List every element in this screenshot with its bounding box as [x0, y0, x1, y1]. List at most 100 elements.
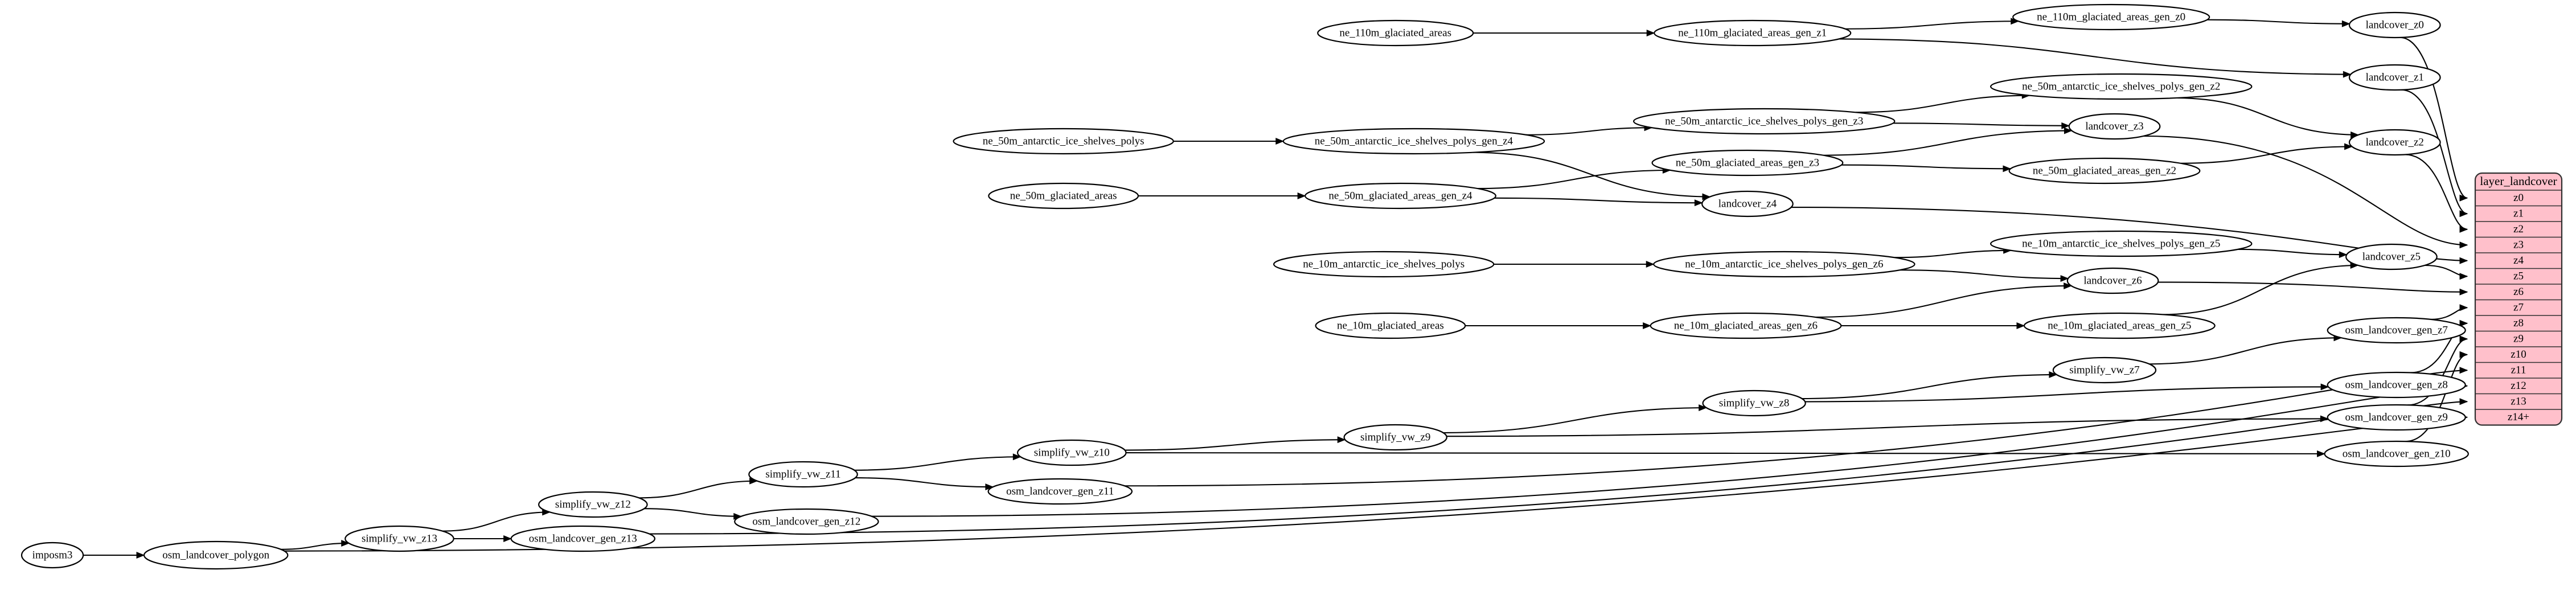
graph-node-simplify_vw_z9[interactable]: simplify_vw_z9 [1343, 424, 1447, 451]
node-label: ne_50m_glaciated_areas_gen_z3 [1676, 157, 1819, 169]
graph-edge [2207, 19, 2350, 24]
table-row-z8[interactable]: z8 [2475, 315, 2562, 329]
graph-edge [1473, 151, 1710, 198]
graph-node-landcover_z5[interactable]: landcover_z5 [2345, 243, 2438, 270]
layer-landcover-table[interactable]: layer_landcoverz0z1z2z3z4z5z6z7z8z9z10z1… [2474, 172, 2563, 426]
graph-node-osm_landcover_gen_z13[interactable]: osm_landcover_gen_z13 [510, 525, 656, 552]
table-cell-label: z9 [2513, 333, 2524, 345]
graph-edge [281, 542, 349, 550]
node-label: osm_landcover_gen_z10 [2343, 448, 2451, 460]
edge-arrowhead [2003, 165, 2012, 173]
graph-edge [854, 456, 1021, 471]
graph-node-landcover_z3[interactable]: landcover_z3 [2068, 113, 2161, 140]
graph-node-simplify_vw_z7[interactable]: simplify_vw_z7 [2052, 356, 2157, 384]
table-row-z4[interactable]: z4 [2475, 252, 2562, 266]
node-ellipse [2008, 157, 2201, 184]
graph-edge [2405, 154, 2468, 230]
node-ellipse [1632, 108, 1896, 135]
graph-node-ne_50m_glaciated_areas_gen_z2[interactable]: ne_50m_glaciated_areas_gen_z2 [2008, 157, 2201, 184]
graph-node-osm_landcover_polygon[interactable]: osm_landcover_polygon [143, 540, 289, 570]
graph-node-ne_50m_antarctic_ice_shelves_polys_gen_z3[interactable]: ne_50m_antarctic_ice_shelves_polys_gen_z… [1632, 108, 1896, 135]
node-ellipse [2345, 243, 2438, 270]
table-row-z10[interactable]: z10 [2475, 346, 2562, 360]
table-row-z12[interactable]: z12 [2475, 378, 2562, 392]
table-cell-label: z11 [2511, 364, 2526, 376]
graph-node-landcover_z0[interactable]: landcover_z0 [2348, 11, 2441, 39]
node-ellipse [2324, 440, 2469, 468]
table-row-z5[interactable]: z5 [2475, 268, 2562, 282]
node-ellipse [2327, 317, 2466, 344]
graph-node-ne_10m_antarctic_ice_shelves_polys_gen_z5[interactable]: ne_10m_antarctic_ice_shelves_polys_gen_z… [1990, 230, 2253, 257]
graph-node-ne_10m_glaciated_areas[interactable]: ne_10m_glaciated_areas [1315, 312, 1466, 339]
graph-node-ne_50m_glaciated_areas_gen_z3[interactable]: ne_50m_glaciated_areas_gen_z3 [1651, 149, 1844, 177]
graph-edge [2181, 146, 2352, 164]
table-cell-label: z10 [2511, 348, 2526, 360]
graph-edge [2407, 338, 2468, 406]
graph-node-imposm3[interactable]: imposm3 [20, 542, 84, 569]
graph-node-osm_landcover_gen_z8[interactable]: osm_landcover_gen_z8 [2327, 371, 2466, 399]
edge-arrowhead [1694, 199, 1703, 207]
edge-arrowhead [2339, 251, 2348, 259]
table-row-z7[interactable]: z7 [2475, 299, 2562, 314]
graph-node-simplify_vw_z8[interactable]: simplify_vw_z8 [1702, 389, 1806, 417]
graph-edge [639, 480, 757, 499]
graph-edge [1845, 20, 2019, 30]
edge-arrowhead [1012, 453, 1022, 461]
node-label: osm_landcover_gen_z9 [2345, 411, 2447, 423]
table-cell-label: z7 [2513, 302, 2524, 314]
table-row-z14+[interactable]: z14+ [2475, 409, 2562, 423]
graph-node-ne_110m_glaciated_areas_gen_z1[interactable]: ne_110m_glaciated_areas_gen_z1 [1654, 19, 1852, 47]
graph-node-simplify_vw_z11[interactable]: simplify_vw_z11 [748, 461, 858, 488]
node-ellipse [987, 478, 1133, 505]
graph-node-ne_50m_antarctic_ice_shelves_polys_gen_z4[interactable]: ne_50m_antarctic_ice_shelves_polys_gen_z… [1282, 128, 1545, 155]
graph-node-simplify_vw_z10[interactable]: simplify_vw_z10 [1016, 439, 1127, 466]
graph-node-osm_landcover_gen_z9[interactable]: osm_landcover_gen_z9 [2327, 404, 2466, 431]
node-label: landcover_z2 [2366, 136, 2424, 148]
node-label: ne_110m_glaciated_areas_gen_z1 [1678, 27, 1827, 39]
node-label: landcover_z5 [2362, 251, 2421, 263]
table-row-z13[interactable]: z13 [2475, 393, 2562, 408]
graph-node-landcover_z6[interactable]: landcover_z6 [2066, 267, 2159, 294]
node-ellipse [2348, 11, 2441, 39]
table-row-z9[interactable]: z9 [2475, 330, 2562, 345]
table-row-z6[interactable]: z6 [2475, 284, 2562, 298]
graph-node-ne_50m_glaciated_areas[interactable]: ne_50m_glaciated_areas [988, 182, 1139, 210]
table-row-z3[interactable]: z3 [2475, 236, 2562, 251]
graph-node-ne_50m_antarctic_ice_shelves_polys[interactable]: ne_50m_antarctic_ice_shelves_polys [953, 128, 1174, 155]
graph-edge [1494, 197, 1703, 204]
graph-node-osm_landcover_gen_z12[interactable]: osm_landcover_gen_z12 [734, 508, 879, 535]
graph-node-ne_10m_glaciated_areas_gen_z5[interactable]: ne_10m_glaciated_areas_gen_z5 [2023, 312, 2216, 339]
graph-node-landcover_z2[interactable]: landcover_z2 [2348, 129, 2441, 156]
graph-node-ne_110m_glaciated_areas[interactable]: ne_110m_glaciated_areas [1317, 19, 1474, 47]
graph-node-ne_50m_glaciated_areas_gen_z4[interactable]: ne_50m_glaciated_areas_gen_z4 [1305, 182, 1496, 210]
graph-node-ne_10m_antarctic_ice_shelves_polys[interactable]: ne_10m_antarctic_ice_shelves_polys [1273, 251, 1495, 278]
graph-node-simplify_vw_z13[interactable]: simplify_vw_z13 [344, 525, 454, 552]
node-label: simplify_vw_z8 [1719, 397, 1790, 409]
table-row-z1[interactable]: z1 [2475, 205, 2562, 220]
graph-node-ne_50m_antarctic_ice_shelves_polys_gen_z2[interactable]: ne_50m_antarctic_ice_shelves_polys_gen_z… [1990, 73, 2253, 100]
graph-node-ne_10m_glaciated_areas_gen_z6[interactable]: ne_10m_glaciated_areas_gen_z6 [1650, 312, 1842, 339]
node-ellipse [1701, 190, 1794, 218]
edge-arrowhead [2320, 415, 2329, 423]
edge-arrowhead [1646, 261, 1655, 268]
graph-node-osm_landcover_gen_z10[interactable]: osm_landcover_gen_z10 [2324, 440, 2469, 468]
graph-node-ne_10m_antarctic_ice_shelves_polys_gen_z6[interactable]: ne_10m_antarctic_ice_shelves_polys_gen_z… [1653, 251, 1915, 278]
table-cell-label: z0 [2513, 192, 2524, 204]
node-label: ne_10m_antarctic_ice_shelves_polys_gen_z… [2022, 237, 2220, 249]
node-ellipse [1273, 251, 1495, 278]
graph-edge [1126, 452, 2325, 454]
graph-node-simplify_vw_z12[interactable]: simplify_vw_z12 [538, 491, 648, 518]
node-ellipse [1305, 182, 1496, 210]
graph-node-osm_landcover_gen_z7[interactable]: osm_landcover_gen_z7 [2327, 317, 2466, 344]
graph-node-landcover_z1[interactable]: landcover_z1 [2348, 64, 2441, 91]
table-row-z0[interactable]: z0 [2513, 192, 2524, 204]
table-row-z2[interactable]: z2 [2475, 221, 2562, 235]
graph-node-ne_110m_glaciated_areas_gen_z0[interactable]: ne_110m_glaciated_areas_gen_z0 [2012, 3, 2210, 31]
graph-node-osm_landcover_gen_z11[interactable]: osm_landcover_gen_z11 [987, 478, 1133, 505]
node-ellipse [1343, 424, 1447, 451]
table-row-z11[interactable]: z11 [2475, 362, 2562, 376]
graph-edge [1894, 249, 2011, 259]
graph-node-landcover_z4[interactable]: landcover_z4 [1701, 190, 1794, 218]
graph-edge [2237, 248, 2347, 256]
